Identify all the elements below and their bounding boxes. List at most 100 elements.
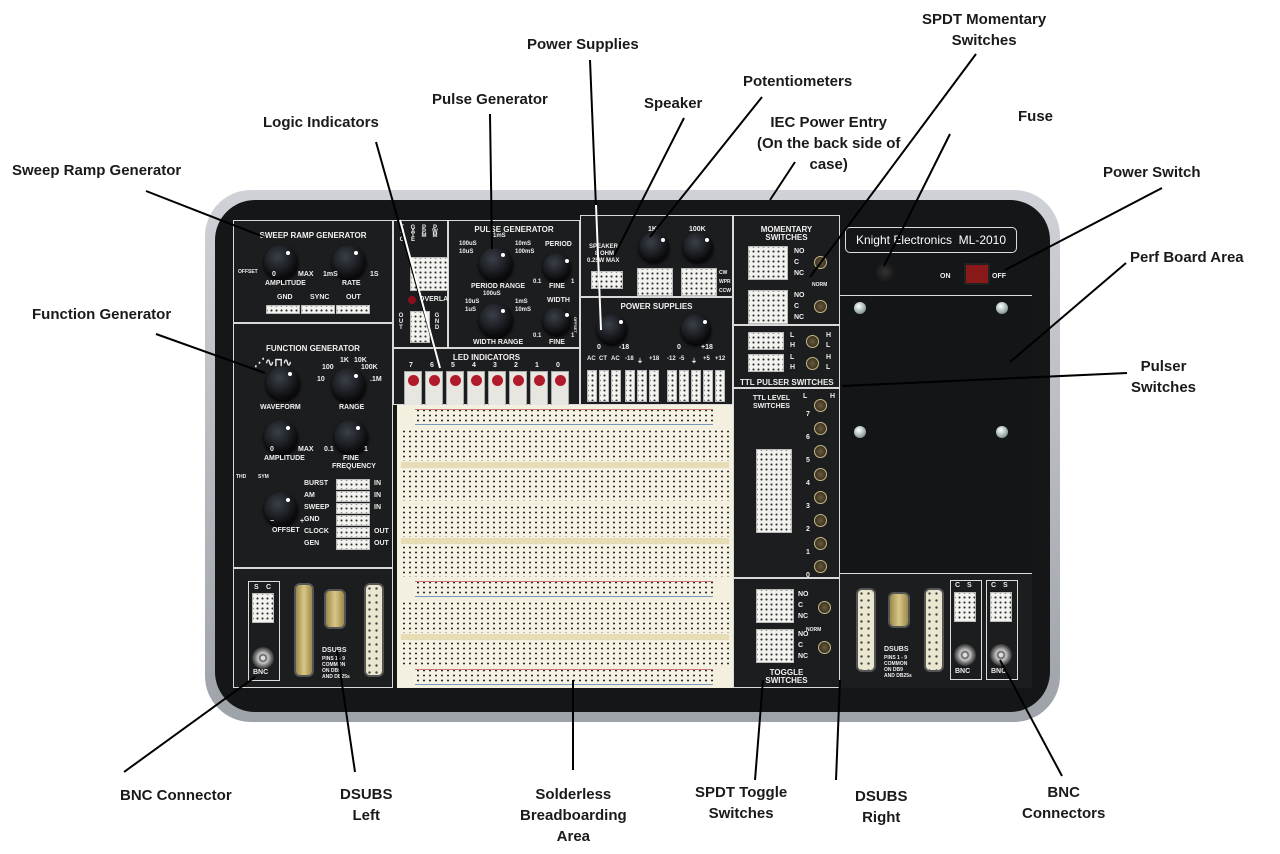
db9-male-left[interactable] bbox=[324, 589, 346, 629]
supply-terminal-strip[interactable] bbox=[715, 370, 725, 402]
toggle-strip[interactable] bbox=[756, 629, 794, 663]
level-switch-1[interactable] bbox=[814, 537, 827, 550]
logic-out-strip[interactable] bbox=[410, 311, 430, 343]
terminal-strip[interactable] bbox=[401, 469, 729, 501]
db25-female-right[interactable] bbox=[856, 588, 876, 672]
port-strip-am[interactable] bbox=[336, 491, 370, 502]
speaker-label-2: 8 OHM bbox=[595, 251, 615, 257]
bnc-strip[interactable] bbox=[252, 593, 274, 623]
level-switch-7[interactable] bbox=[814, 399, 827, 412]
port-strip-gen[interactable] bbox=[336, 539, 370, 550]
bnc-connector-right-1[interactable] bbox=[954, 644, 976, 666]
bnc-strip[interactable] bbox=[954, 592, 976, 622]
callout-line-1: DSUBS bbox=[855, 788, 908, 805]
pulser-strip[interactable] bbox=[748, 332, 784, 350]
db25-female-right-2[interactable] bbox=[924, 588, 944, 672]
momentary-strip[interactable] bbox=[748, 246, 788, 280]
supply-terminal-strip[interactable] bbox=[703, 370, 713, 402]
logic-strip[interactable] bbox=[410, 257, 450, 291]
bnc-strip[interactable] bbox=[990, 592, 1012, 622]
port-direction-label: IN bbox=[374, 504, 381, 511]
period-range-knob[interactable] bbox=[479, 247, 513, 281]
pulse-generator-panel: PULSE GENERATOR 100uS 10uS 1mS 10mS 100m… bbox=[448, 220, 580, 348]
callout-power-switch: Power Switch bbox=[1103, 164, 1201, 181]
pwm-label: PWM bbox=[432, 225, 438, 237]
level-switch-2[interactable] bbox=[814, 514, 827, 527]
supply-terminal-strip[interactable] bbox=[667, 370, 677, 402]
level-switch-4[interactable] bbox=[814, 468, 827, 481]
dsubs-left-panel: S C BNC DSUBS PINS 1 - 9 COMMON ON DB9 A… bbox=[233, 568, 393, 688]
supply-terminal-strip[interactable] bbox=[679, 370, 689, 402]
width-fine-knob[interactable] bbox=[543, 307, 571, 335]
contact-label: C bbox=[798, 602, 804, 609]
supply-terminal-strip[interactable] bbox=[587, 370, 597, 402]
pot-1k-knob[interactable] bbox=[639, 232, 669, 262]
fine-frequency-knob[interactable] bbox=[334, 420, 368, 454]
supply-terminal-strip[interactable] bbox=[611, 370, 621, 402]
waveform-knob[interactable] bbox=[266, 366, 300, 400]
pulser-switch-1[interactable] bbox=[806, 335, 819, 348]
sweep-sync-strip[interactable] bbox=[301, 305, 335, 314]
pulser-strip[interactable] bbox=[748, 354, 784, 372]
bus-rail[interactable] bbox=[415, 409, 713, 425]
width-range-knob[interactable] bbox=[479, 303, 513, 337]
pot-1k-strip[interactable] bbox=[637, 268, 673, 296]
supply-terminal-strip[interactable] bbox=[599, 370, 609, 402]
led-indicator-5 bbox=[446, 371, 464, 407]
terminal-strip[interactable] bbox=[401, 601, 729, 633]
toggle-strip[interactable] bbox=[756, 589, 794, 623]
momentary-switch-1[interactable] bbox=[814, 256, 827, 269]
level-switch-5[interactable] bbox=[814, 445, 827, 458]
supply-terminal-strip[interactable] bbox=[637, 370, 647, 402]
toggle-switch-1[interactable] bbox=[818, 601, 831, 614]
db25-female-left[interactable] bbox=[364, 583, 384, 677]
supply-terminal-strip[interactable] bbox=[625, 370, 635, 402]
rate-knob[interactable] bbox=[332, 245, 366, 279]
db9-male-right[interactable] bbox=[888, 592, 910, 628]
dsubs-note-4: AND DB25s bbox=[322, 674, 350, 680]
port-strip-burst[interactable] bbox=[336, 479, 370, 490]
level-switch-6[interactable] bbox=[814, 422, 827, 435]
wpr-label: WPR bbox=[719, 279, 731, 285]
solderless-breadboard[interactable] bbox=[397, 405, 733, 688]
supply-terminal-strip[interactable] bbox=[691, 370, 701, 402]
pot-100k-knob[interactable] bbox=[683, 232, 713, 262]
positive-supply-knob[interactable] bbox=[681, 314, 711, 344]
amplitude-knob[interactable] bbox=[264, 420, 298, 454]
offset-knob[interactable] bbox=[264, 492, 298, 526]
terminal-strip[interactable] bbox=[401, 505, 729, 537]
bnc-connector-left[interactable] bbox=[252, 647, 274, 669]
port-strip-gnd[interactable] bbox=[336, 515, 370, 526]
level-switch-3[interactable] bbox=[814, 491, 827, 504]
terminal-strip[interactable] bbox=[401, 545, 729, 577]
pulser-switch-2[interactable] bbox=[806, 357, 819, 370]
momentary-strip[interactable] bbox=[748, 290, 788, 324]
bus-rail[interactable] bbox=[415, 581, 713, 597]
period-fine-knob[interactable] bbox=[543, 253, 571, 281]
speaker-strip[interactable] bbox=[591, 271, 623, 289]
bnc-connector-right-2[interactable] bbox=[990, 644, 1012, 666]
terminal-strip[interactable] bbox=[401, 429, 729, 461]
toggle-switch-2[interactable] bbox=[818, 641, 831, 654]
power-rocker-switch[interactable] bbox=[964, 263, 990, 285]
ttl-level-strip[interactable] bbox=[756, 449, 792, 533]
contact-label: C bbox=[798, 642, 804, 649]
led-indicator-0 bbox=[551, 371, 569, 407]
negative-supply-knob[interactable] bbox=[597, 314, 627, 344]
db25-male-left[interactable] bbox=[294, 583, 314, 677]
range-knob[interactable] bbox=[332, 368, 366, 402]
sweep-gnd-strip[interactable] bbox=[266, 305, 300, 314]
port-strip-sweep[interactable] bbox=[336, 503, 370, 514]
terminal-strip[interactable] bbox=[401, 641, 729, 665]
contact-label: C bbox=[794, 303, 800, 310]
amplitude-knob[interactable] bbox=[264, 245, 298, 279]
port-direction-label: OUT bbox=[374, 540, 389, 547]
pot-100k-strip[interactable] bbox=[681, 268, 717, 296]
momentary-switch-2[interactable] bbox=[814, 300, 827, 313]
port-strip-clock[interactable] bbox=[336, 527, 370, 538]
level-switch-0[interactable] bbox=[814, 560, 827, 573]
bus-rail[interactable] bbox=[415, 669, 713, 685]
sweep-out-strip[interactable] bbox=[336, 305, 370, 314]
offset-label: OFFSET bbox=[272, 527, 300, 534]
supply-terminal-strip[interactable] bbox=[649, 370, 659, 402]
